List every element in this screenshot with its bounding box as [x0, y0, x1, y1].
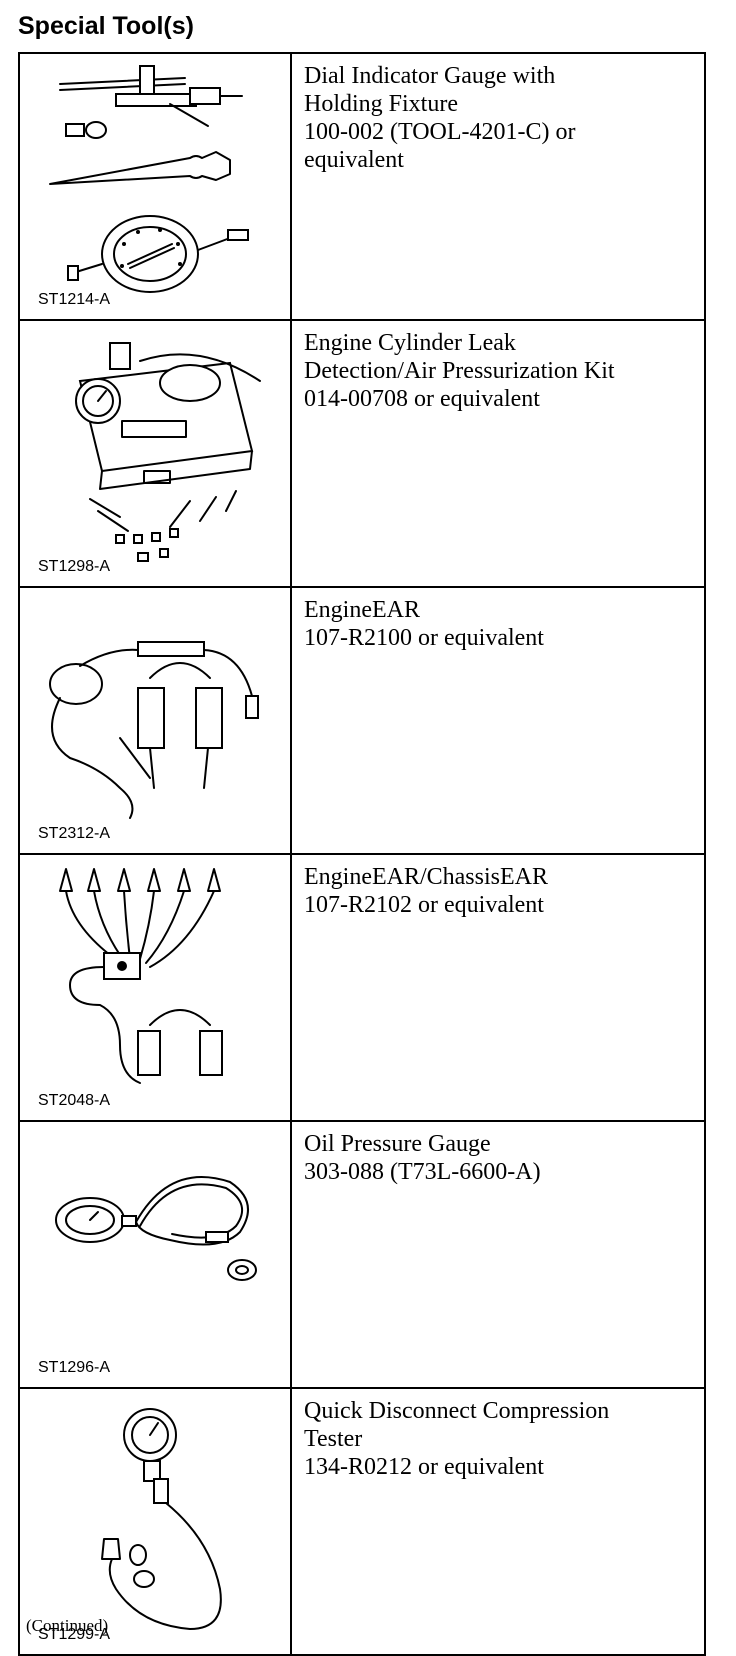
table-row: ST1299-A Quick Disconnect Compression Te…	[18, 1387, 706, 1656]
tool-figure-cell: ST1298-A	[18, 319, 292, 588]
tool-description-cell: EngineEAR 107-R2100 or equivalent	[290, 586, 706, 855]
leak-detection-kit-illustration	[75, 342, 261, 562]
tool-description-cell: EngineEAR/ChassisEAR 107-R2102 or equiva…	[290, 853, 706, 1122]
tool-description-cell: Oil Pressure Gauge 303-088 (T73L-6600-A)	[290, 1120, 706, 1389]
tool-description-cell: Engine Cylinder Leak Detection/Air Press…	[290, 319, 706, 588]
figure-id: ST1299-A	[38, 1626, 111, 1643]
table-row: ST1296-A Oil Pressure Gauge 303-088 (T73…	[18, 1120, 706, 1389]
tool-description-line: 134-R0212 or equivalent	[304, 1454, 544, 1480]
tool-description-line: EngineEAR/ChassisEAR	[304, 864, 548, 890]
tool-description-line: Detection/Air Pressurization Kit	[304, 358, 615, 384]
oil-pressure-gauge-illustration	[55, 1176, 257, 1281]
tool-description-line: 303-088 (T73L-6600-A)	[304, 1159, 541, 1185]
tool-description-line: Holding Fixture	[304, 91, 458, 117]
engineear-headset-illustration	[49, 641, 259, 819]
compression-tester-illustration	[101, 1408, 222, 1630]
page-title: Special Tool(s)	[18, 12, 194, 40]
figure-id: ST1214-A	[38, 291, 111, 308]
tool-figure-cell: ST1299-A	[18, 1387, 292, 1656]
figure-id: ST1298-A	[38, 558, 111, 575]
tool-description-line: Tester	[304, 1426, 363, 1452]
figure-id: ST2312-A	[38, 825, 111, 842]
special-tools-table: ST1214-A Dial Indicator Gauge with Holdi…	[18, 52, 706, 1656]
table-row: ST1298-A Engine Cylinder Leak Detection/…	[18, 319, 706, 588]
tool-description-line: Oil Pressure Gauge	[304, 1131, 491, 1157]
figure-id: ST2048-A	[38, 1092, 111, 1109]
tool-description-line: equivalent	[304, 147, 404, 173]
figure-id: ST1296-A	[38, 1359, 111, 1376]
tool-figure-cell: ST1214-A	[18, 52, 292, 321]
tool-description-line: 107-R2102 or equivalent	[304, 892, 544, 918]
tool-figure-cell: ST2048-A	[18, 853, 292, 1122]
table-row: ST1214-A Dial Indicator Gauge with Holdi…	[18, 52, 706, 321]
tool-description-line: 014-00708 or equivalent	[304, 386, 540, 412]
tool-description-line: 100-002 (TOOL-4201-C) or	[304, 119, 576, 145]
tool-description-line: Dial Indicator Gauge with	[304, 63, 556, 89]
continued-note: (Continued)	[26, 1616, 109, 1635]
tool-description-line: 107-R2100 or equivalent	[304, 625, 544, 651]
tool-description-line: EngineEAR	[304, 597, 420, 623]
tool-description-cell: Quick Disconnect Compression Tester 134-…	[290, 1387, 706, 1656]
dial-indicator-gauge-illustration	[49, 65, 249, 293]
table-row: ST2312-A EngineEAR 107-R2100 or equivale…	[18, 586, 706, 855]
chassisear-kit-illustration	[59, 868, 223, 1084]
tool-figure-cell: ST2312-A	[18, 586, 292, 855]
tool-description-cell: Dial Indicator Gauge with Holding Fixtur…	[290, 52, 706, 321]
table-row: ST2048-A EngineEAR/ChassisEAR 107-R2102 …	[18, 853, 706, 1122]
tool-description-line: Quick Disconnect Compression	[304, 1398, 610, 1424]
tool-description-line: Engine Cylinder Leak	[304, 330, 516, 356]
tool-figure-cell: ST1296-A	[18, 1120, 292, 1389]
